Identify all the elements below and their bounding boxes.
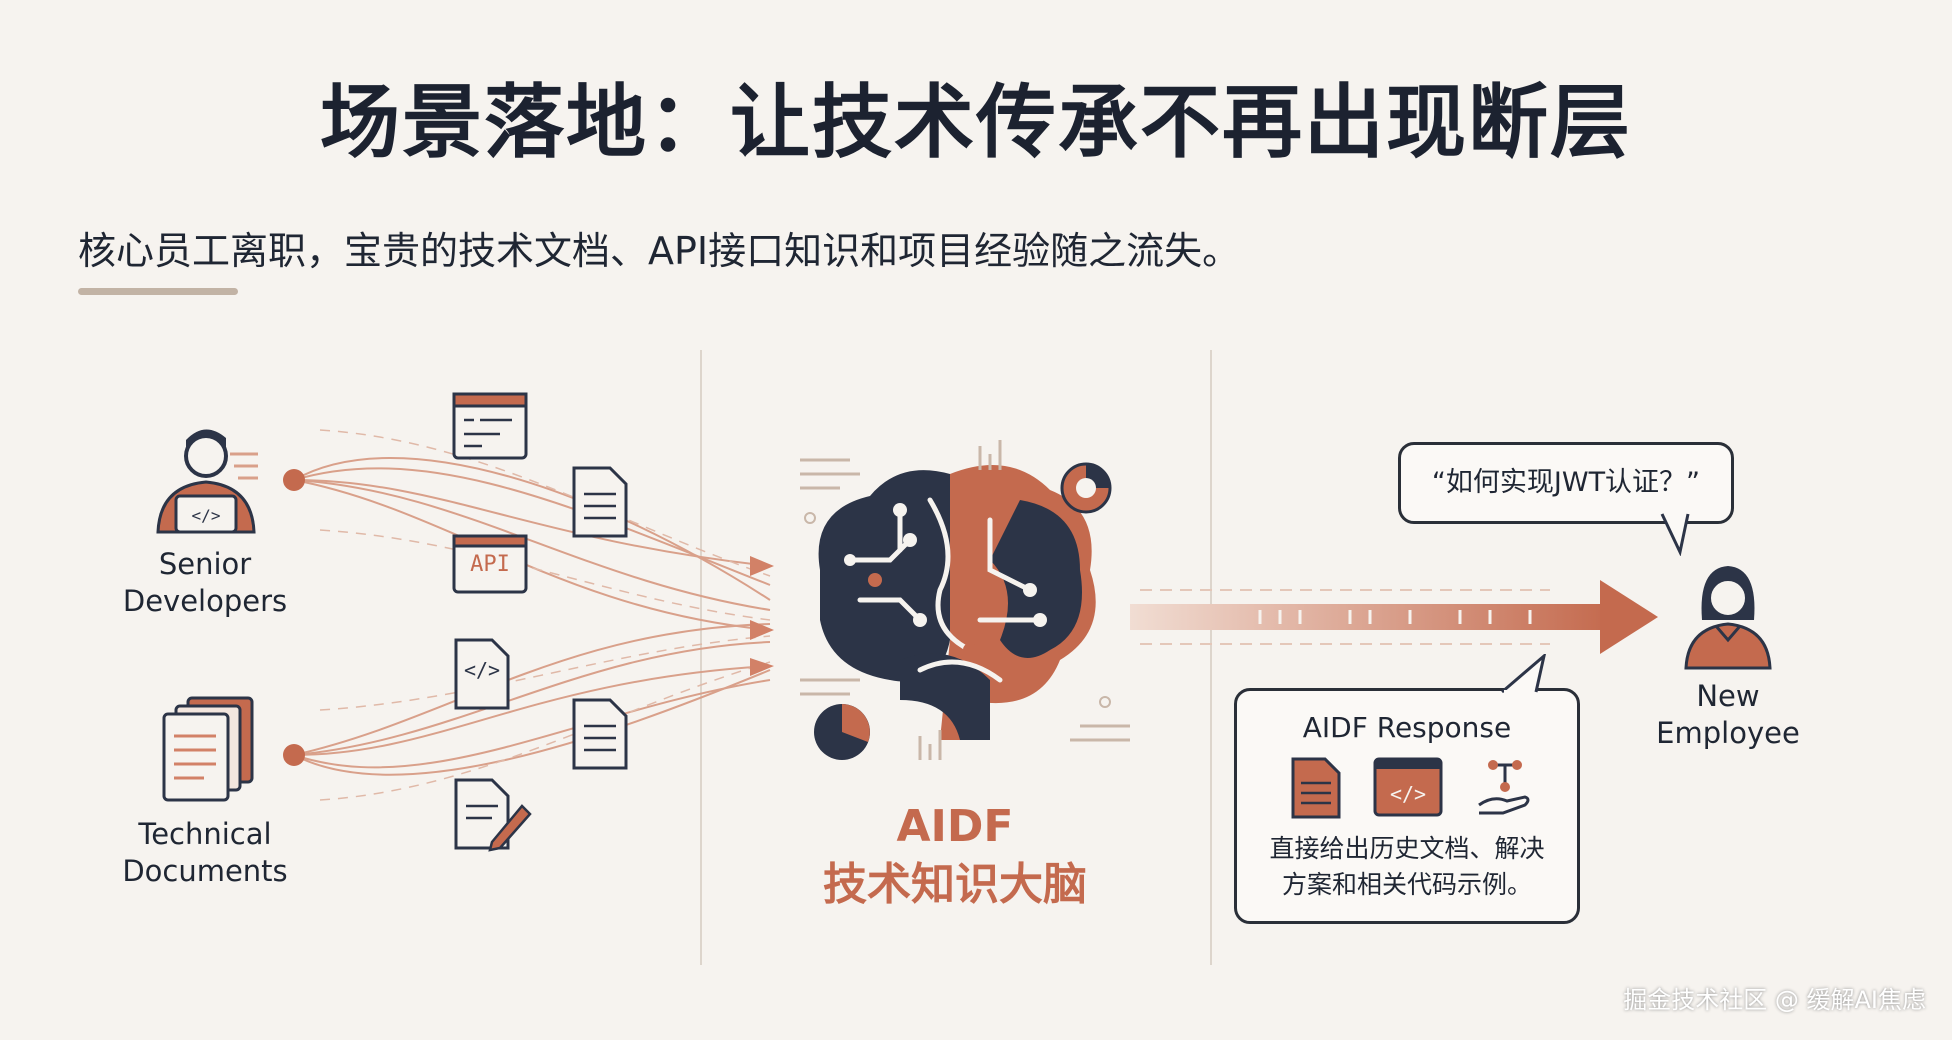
code-file-label: </> <box>463 658 501 682</box>
brain-label-line1: AIDF <box>896 801 1014 852</box>
document-edit-icon <box>454 778 532 852</box>
page-subtitle: 核心员工离职，宝贵的技术文档、API接口知识和项目经验随之流失。 <box>78 229 1241 273</box>
response-title: AIDF Response <box>1302 711 1512 744</box>
api-window-icon <box>452 534 528 594</box>
question-bubble-tail <box>1660 513 1690 556</box>
senior-developers-label-line1: Senior <box>158 547 252 581</box>
response-arrow <box>1130 580 1658 654</box>
brain-label-line2: 技术知识大脑 <box>823 859 1087 910</box>
senior-developer-icon: </> <box>156 429 258 534</box>
new-employee-label-line1: New <box>1696 679 1760 713</box>
subtitle-underline <box>78 288 238 295</box>
technical-documents-label-line1: Technical <box>138 817 272 851</box>
response-text-line2: 方案和相关代码示例。 <box>1281 870 1532 899</box>
svg-text:</>: </> <box>192 506 221 525</box>
response-document-icon <box>1291 757 1341 819</box>
pie-chart-icon-2 <box>814 704 870 760</box>
brain-decorations <box>800 440 1130 760</box>
technical-documents-icon <box>162 696 254 802</box>
response-text-line1: 直接给出历史文档、解决 <box>1269 834 1545 863</box>
api-badge-label: API <box>470 552 510 577</box>
brain-icon <box>818 465 1096 740</box>
code-window-icon <box>452 392 528 460</box>
solution-hand-icon <box>1478 760 1530 815</box>
new-employee-icon <box>1684 566 1772 670</box>
knowledge-flow-lines <box>283 429 774 801</box>
technical-documents-label-line2: Documents <box>122 854 288 888</box>
response-box: AIDF Response </> 直接给出历史文档、解决 方案和相关代码示例。 <box>1234 688 1580 924</box>
response-code-icon: </> <box>1373 757 1443 817</box>
page-title: 场景落地：让技术传承不再出现断层 <box>320 76 1632 169</box>
code-file-icon <box>454 638 510 710</box>
document-icon-2 <box>572 698 628 770</box>
response-box-tail <box>1501 654 1546 694</box>
senior-developers-label-line2: Developers <box>122 584 288 618</box>
watermark: 掘金技术社区 @ 缓解AI焦虑 <box>1623 986 1926 1014</box>
svg-text:</>: </> <box>1390 782 1426 806</box>
document-icon <box>572 466 628 538</box>
question-bubble: “如何实现JWT认证？” <box>1398 442 1734 524</box>
new-employee-label-line2: Employee <box>1656 716 1800 750</box>
section-divider-right <box>1210 350 1212 965</box>
pie-chart-icon <box>1060 462 1112 514</box>
section-divider-left <box>700 350 702 965</box>
